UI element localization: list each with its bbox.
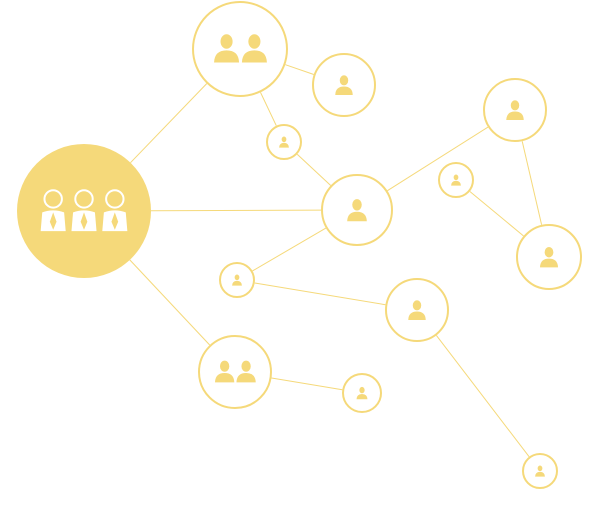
person-icon xyxy=(347,199,367,222)
person-glyph xyxy=(279,136,289,148)
edge-team-pair-bottom xyxy=(129,259,211,346)
node-person-b xyxy=(266,124,302,160)
person-glyph xyxy=(347,199,367,222)
node-pair-bottom xyxy=(198,335,272,409)
node-person-a xyxy=(312,53,376,117)
person-icon xyxy=(539,246,559,268)
node-person-i xyxy=(522,453,558,489)
edges-layer xyxy=(129,64,543,458)
node-hub xyxy=(321,174,393,246)
person-icon xyxy=(279,136,289,148)
edge-person-c-person-e xyxy=(521,141,543,225)
person-icon xyxy=(356,386,368,400)
edge-pair-top-person-b xyxy=(260,92,277,126)
edge-person-d-person-e xyxy=(469,191,524,237)
person-icon xyxy=(232,274,242,286)
node-person-e xyxy=(516,224,582,290)
nodes-layer xyxy=(17,1,582,489)
two-people-icon xyxy=(214,34,267,63)
person-glyph xyxy=(408,300,426,321)
edge-person-b-hub xyxy=(296,153,332,186)
person-icon xyxy=(506,100,524,121)
person-glyph xyxy=(506,100,524,121)
team-member-1 xyxy=(40,189,66,232)
team-three-people-icon xyxy=(40,189,128,232)
person-glyph xyxy=(356,386,368,400)
person-glyph xyxy=(451,174,461,186)
person-glyph xyxy=(335,75,353,96)
person-icon xyxy=(451,174,461,186)
edge-hub-person-c xyxy=(387,126,489,192)
person-glyph-right xyxy=(241,34,267,63)
two-people-icon xyxy=(215,360,256,383)
node-person-g xyxy=(385,278,449,342)
team-member-3 xyxy=(102,189,128,232)
person-glyph-right xyxy=(236,360,256,383)
node-person-c xyxy=(483,78,547,142)
person-icon xyxy=(408,300,426,321)
edge-pair-top-person-a xyxy=(285,64,314,75)
edge-person-g-person-i xyxy=(436,335,530,458)
edge-pair-bottom-person-h xyxy=(271,377,343,391)
person-glyph xyxy=(535,465,545,477)
person-icon xyxy=(535,465,545,477)
person-glyph xyxy=(539,246,559,268)
edge-team-pair-top xyxy=(130,83,208,164)
person-glyph-left xyxy=(214,34,240,63)
team-member-2 xyxy=(71,189,97,232)
person-glyph xyxy=(232,274,242,286)
node-team xyxy=(17,144,151,278)
edge-person-f-person-g xyxy=(254,282,386,306)
node-person-h xyxy=(342,373,382,413)
node-person-f xyxy=(219,262,255,298)
node-person-d xyxy=(438,162,474,198)
node-pair-top xyxy=(192,1,288,97)
person-glyph-left xyxy=(215,360,235,383)
edge-team-hub xyxy=(150,209,322,212)
edge-hub-person-f xyxy=(252,227,327,272)
person-icon xyxy=(335,75,353,96)
